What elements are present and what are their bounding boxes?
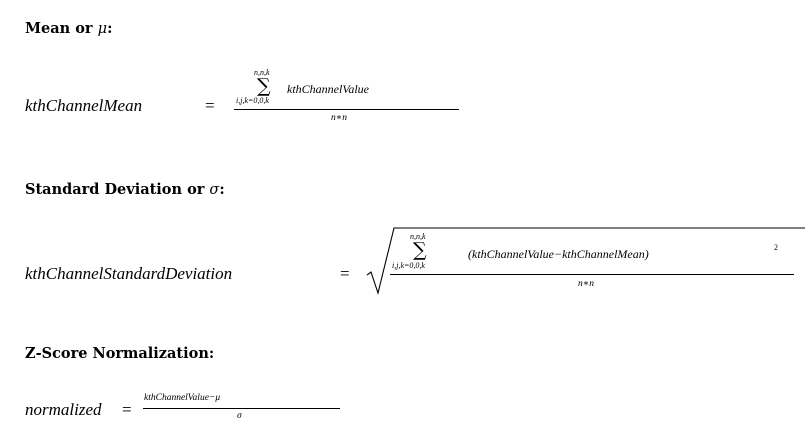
zscore-heading: Z-Score Normalization: xyxy=(25,345,215,362)
sqrt-radical-icon xyxy=(366,227,805,295)
mean-heading-text: Mean or xyxy=(25,20,98,37)
mean-symbol: μ xyxy=(97,21,108,37)
std-lower-limit: i,j,k=0,0,k xyxy=(392,261,425,270)
std-denominator: n∗n xyxy=(578,279,594,289)
std-heading-colon: : xyxy=(219,181,225,198)
std-lhs: kthChannelStandardDeviation xyxy=(25,264,233,283)
std-heading: Standard Deviation or σ: xyxy=(25,181,225,198)
mean-equals: = xyxy=(205,96,215,115)
mean-upper-limit: n,n,k xyxy=(254,68,270,77)
std-summand: (kthChannelValue−kthChannelMean) xyxy=(468,247,649,261)
zscore-equals: = xyxy=(122,400,132,419)
mean-heading-colon: : xyxy=(107,20,113,37)
mean-summand: kthChannelValue xyxy=(287,82,369,96)
mean-denominator: n∗n xyxy=(331,113,347,123)
std-upper-limit: n,n,k xyxy=(410,232,426,241)
mean-fraction-bar xyxy=(234,109,459,110)
mean-sum-symbol: ∑ xyxy=(257,75,271,97)
std-sum-symbol: ∑ xyxy=(413,239,427,261)
zscore-numerator: kthChannelValue−μ xyxy=(144,393,221,403)
std-exponent: 2 xyxy=(774,243,778,252)
mean-lower-limit: i,j,k=0,0,k xyxy=(236,96,269,105)
std-fraction-bar xyxy=(390,274,794,275)
zscore-lhs: normalized xyxy=(25,400,102,419)
mean-heading: Mean or μ: xyxy=(25,20,113,37)
zscore-denominator: σ xyxy=(237,411,242,421)
zscore-fraction-bar xyxy=(143,408,340,409)
mean-lhs: kthChannelMean xyxy=(25,96,143,115)
std-heading-text: Standard Deviation or xyxy=(25,181,210,198)
std-equals: = xyxy=(340,264,350,283)
std-symbol: σ xyxy=(209,182,220,198)
